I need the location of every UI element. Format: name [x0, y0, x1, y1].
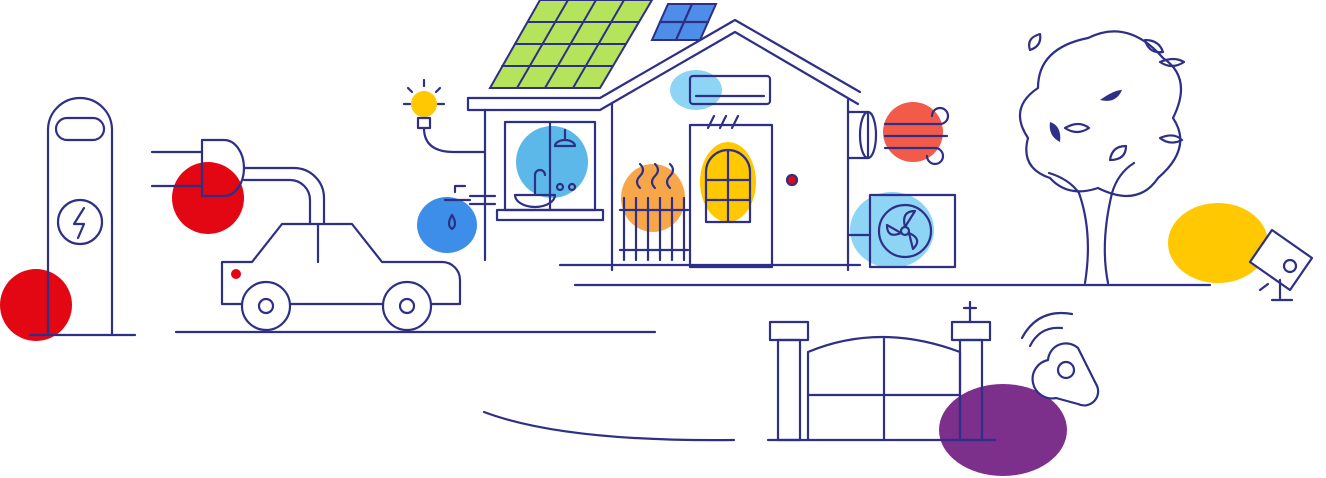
- tap-blob: [417, 197, 477, 253]
- spotlight-blob: [1168, 203, 1268, 283]
- radiator-icon: [618, 162, 690, 262]
- door: [688, 123, 799, 269]
- ac-blob: [670, 70, 722, 110]
- ventilation-icon: [846, 106, 950, 166]
- radiator-blob: [621, 164, 685, 232]
- sensor-blob: [939, 384, 1067, 476]
- car-icon: [174, 222, 657, 334]
- gate-icon: [766, 300, 997, 442]
- solar-panel-icon: [488, 0, 718, 89]
- garden-spotlight-icon: [1248, 228, 1314, 302]
- plug-icon: [150, 138, 326, 258]
- smart-sensor-icon: [1020, 312, 1100, 407]
- ev-charger-blob: [0, 269, 72, 341]
- heat-pump-blob: [850, 192, 934, 268]
- heat-pump-icon: [846, 193, 957, 269]
- plug-blob: [172, 162, 244, 234]
- light-bulb-icon: [402, 78, 486, 154]
- tree-icon: [1018, 30, 1186, 285]
- shower-icon: [513, 128, 577, 209]
- ev-charger-icon: [28, 96, 137, 337]
- water-tap-icon: [443, 184, 497, 231]
- path-line: [482, 410, 736, 442]
- shower-blob: [516, 126, 588, 198]
